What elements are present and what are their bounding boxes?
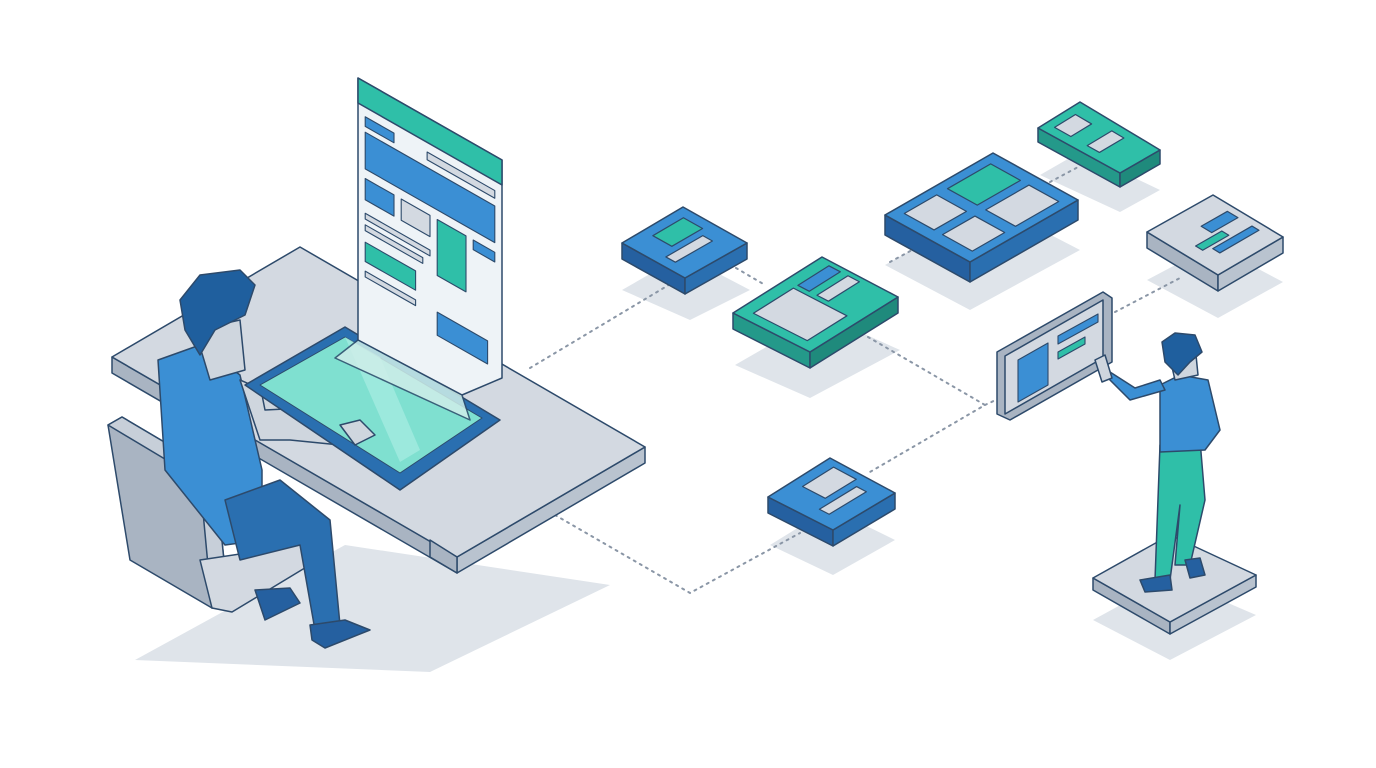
connector-line bbox=[1049, 165, 1081, 183]
arm bbox=[1104, 371, 1166, 401]
paper-card bbox=[436, 218, 467, 293]
module-2-ui-element bbox=[752, 287, 848, 342]
module-1-ui-element bbox=[652, 217, 704, 247]
module-5-ui-element bbox=[1194, 230, 1230, 251]
floating-ui-modules bbox=[621, 101, 1284, 547]
module-3-ui-element bbox=[941, 215, 1006, 252]
module-6-ui-element bbox=[801, 466, 857, 499]
module-3-ui-element bbox=[903, 194, 968, 231]
paper-card bbox=[436, 311, 489, 365]
connector-line bbox=[1114, 277, 1181, 313]
module-3-top bbox=[884, 152, 1079, 263]
module-5-ui-element bbox=[1212, 225, 1260, 254]
shoe bbox=[309, 619, 371, 649]
module-4-ui-element bbox=[1086, 130, 1125, 154]
paper-card bbox=[400, 198, 431, 238]
paper-text-line bbox=[364, 224, 424, 264]
connector-line bbox=[735, 267, 766, 286]
module-4-ui-element bbox=[1053, 113, 1093, 138]
hair bbox=[179, 269, 256, 356]
panel-ui-element bbox=[1057, 336, 1086, 360]
shadow bbox=[135, 545, 610, 672]
paper-card bbox=[364, 177, 395, 217]
shoe bbox=[254, 587, 301, 621]
tablet bbox=[244, 326, 501, 491]
paper-logo bbox=[364, 116, 395, 144]
module-3-ui-element bbox=[946, 163, 1022, 206]
paper-card bbox=[364, 241, 417, 291]
paper-text-line bbox=[364, 212, 431, 257]
paper-header bbox=[357, 77, 503, 186]
panel-ui-element bbox=[1057, 313, 1099, 345]
panel-ui-element bbox=[1017, 342, 1049, 403]
module-2-ui-element bbox=[816, 275, 860, 302]
shoe bbox=[1139, 574, 1173, 593]
module-1-ui-element bbox=[665, 235, 713, 263]
desk-leg bbox=[429, 539, 458, 574]
shoe bbox=[1184, 557, 1206, 579]
paper-text-line bbox=[364, 270, 417, 307]
shadow bbox=[1040, 152, 1160, 212]
module-1-top bbox=[621, 206, 748, 279]
paper-nav bbox=[426, 151, 496, 199]
hand bbox=[1094, 354, 1113, 383]
connector-line bbox=[554, 514, 801, 595]
paper-hero bbox=[364, 131, 496, 244]
module-6-ui-element bbox=[818, 485, 867, 515]
platform-top bbox=[1092, 534, 1257, 623]
floating-webpage-document bbox=[334, 77, 503, 421]
hair bbox=[1161, 332, 1203, 376]
hand bbox=[339, 419, 376, 446]
connector-line bbox=[889, 242, 926, 263]
standing-person bbox=[1092, 332, 1257, 635]
paper-card bbox=[472, 239, 496, 263]
module-3-ui-element bbox=[985, 184, 1060, 227]
connector-line bbox=[529, 282, 673, 369]
module-2-ui-element bbox=[797, 265, 841, 292]
module-5-ui-element bbox=[1200, 210, 1239, 234]
paper-curl bbox=[334, 339, 471, 421]
torso bbox=[1159, 374, 1221, 453]
